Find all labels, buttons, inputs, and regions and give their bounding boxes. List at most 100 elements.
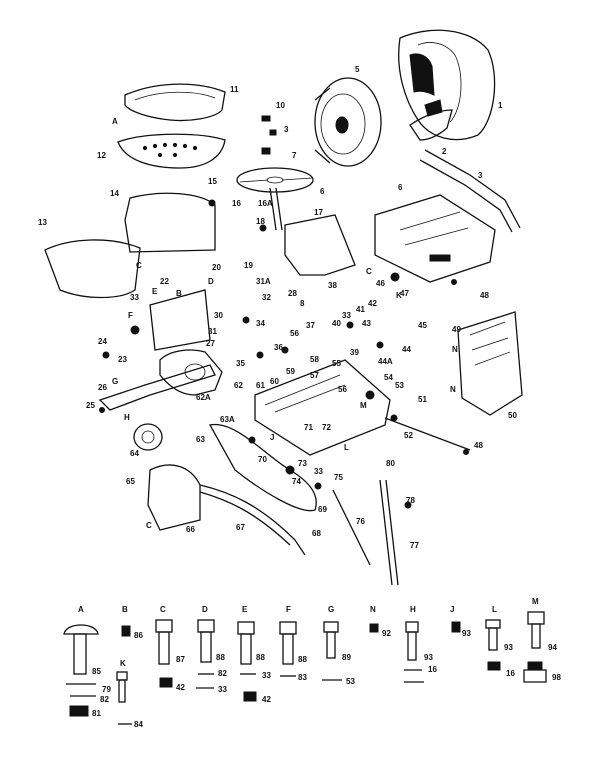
callout-63: 63	[196, 435, 205, 444]
tag-N1: N	[452, 345, 458, 354]
callout-78: 78	[406, 496, 415, 505]
transaxle	[159, 349, 223, 396]
steering-wheel	[236, 167, 314, 193]
key-L-93: 93	[504, 643, 513, 652]
key-E-42: 42	[262, 695, 271, 704]
callout-52: 52	[404, 431, 413, 440]
callout-80: 80	[386, 459, 395, 468]
key-L-16: 16	[506, 669, 515, 678]
wheel-rim	[314, 77, 382, 167]
key-G-89: 89	[342, 653, 351, 662]
callout-32: 32	[262, 293, 271, 302]
hardware-K: J 93	[450, 605, 471, 638]
callout-23: 23	[118, 355, 127, 364]
key-letter-K: J	[450, 605, 454, 614]
tire	[398, 29, 496, 141]
callout-19: 19	[244, 261, 253, 270]
callout-26: 26	[98, 383, 107, 392]
hardware-E: E 88 33 42	[237, 605, 271, 704]
tag-A: A	[112, 117, 118, 126]
callout-51: 51	[418, 395, 427, 404]
callout-74: 74	[292, 477, 301, 486]
callout-58: 58	[310, 355, 319, 364]
callout-66: 66	[186, 525, 195, 534]
key-D-88: 88	[216, 653, 225, 662]
key-J-91: 93	[424, 653, 433, 662]
tag-J: J	[270, 433, 274, 442]
callout-41: 41	[356, 305, 365, 314]
seat-pan	[117, 133, 226, 169]
seat	[124, 83, 226, 122]
key-B-86: 86	[134, 631, 143, 640]
callout-36: 36	[274, 343, 283, 352]
tag-D: D	[208, 277, 214, 286]
fender	[124, 192, 216, 253]
key-M-94: 94	[548, 643, 557, 652]
callout-60: 60	[270, 377, 279, 386]
brake-rod	[384, 417, 471, 451]
callout-50: 50	[508, 411, 517, 420]
callout-54: 54	[384, 373, 393, 382]
callout-70: 70	[258, 455, 267, 464]
callout-44a: 44A	[378, 357, 393, 366]
tie-rod	[332, 479, 399, 586]
callout-15: 15	[208, 177, 217, 186]
callout-33c: 33	[314, 467, 323, 476]
key-E-88: 88	[256, 653, 265, 662]
callout-62: 62	[234, 381, 243, 390]
callout-44: 44	[402, 345, 411, 354]
tag-H: H	[124, 413, 130, 422]
callout-37: 37	[306, 321, 315, 330]
callout-53: 53	[395, 381, 404, 390]
callout-61: 61	[256, 381, 265, 390]
key-E-33: 33	[262, 671, 271, 680]
callout-14: 14	[110, 189, 119, 198]
callout-18: 18	[256, 217, 265, 226]
callout-5: 5	[355, 65, 360, 74]
key-K-92: 93	[462, 629, 471, 638]
axle-rod	[419, 149, 521, 233]
hardware-L: L 93 16	[485, 605, 515, 678]
hardware-G: G 89 53	[322, 605, 355, 686]
callout-6: 6	[320, 187, 325, 196]
rear-shroud	[44, 239, 141, 299]
drag-link	[199, 484, 306, 556]
callout-45: 45	[418, 321, 427, 330]
key-G-53: 53	[346, 677, 355, 686]
callout-65: 65	[126, 477, 135, 486]
callout-10: 10	[276, 101, 285, 110]
callout-25: 25	[86, 401, 95, 410]
callout-62a: 62A	[196, 393, 211, 402]
key-D-33: 33	[218, 685, 227, 694]
callout-48b: 48	[474, 441, 483, 450]
pulley	[133, 423, 163, 451]
key-letter-N: N	[370, 605, 376, 614]
key-letter-H: K	[120, 659, 126, 668]
hardware-90: N 92	[369, 605, 391, 638]
tag-M: M	[360, 401, 367, 410]
callout-34: 34	[256, 319, 265, 328]
callout-30: 30	[214, 311, 223, 320]
callout-13: 13	[38, 218, 47, 227]
callout-63a: 63A	[220, 415, 235, 424]
callout-16: 16	[232, 199, 241, 208]
key-F-83: 83	[298, 673, 307, 682]
callout-75: 75	[334, 473, 343, 482]
hardware-C: C 87 42	[155, 605, 185, 692]
callout-72: 72	[322, 423, 331, 432]
callout-77: 77	[410, 541, 419, 550]
callout-40: 40	[332, 319, 341, 328]
tag-C1: C	[136, 261, 142, 270]
callout-55: 55	[332, 359, 341, 368]
callout-16a: 16A	[258, 199, 273, 208]
tag-F: F	[128, 311, 133, 320]
hardware-key: A 85 82 81 84 K B 86 C	[63, 597, 561, 729]
callout-17: 17	[314, 208, 323, 217]
hardware-A: A 85 82 81 84	[63, 605, 143, 729]
callout-2: 2	[442, 147, 447, 156]
callout-1: 1	[498, 101, 503, 110]
callout-67: 67	[236, 523, 245, 532]
key-letter-J: H	[410, 605, 416, 614]
hardware-J: H 93 16	[404, 605, 437, 683]
callout-27: 27	[206, 339, 215, 348]
